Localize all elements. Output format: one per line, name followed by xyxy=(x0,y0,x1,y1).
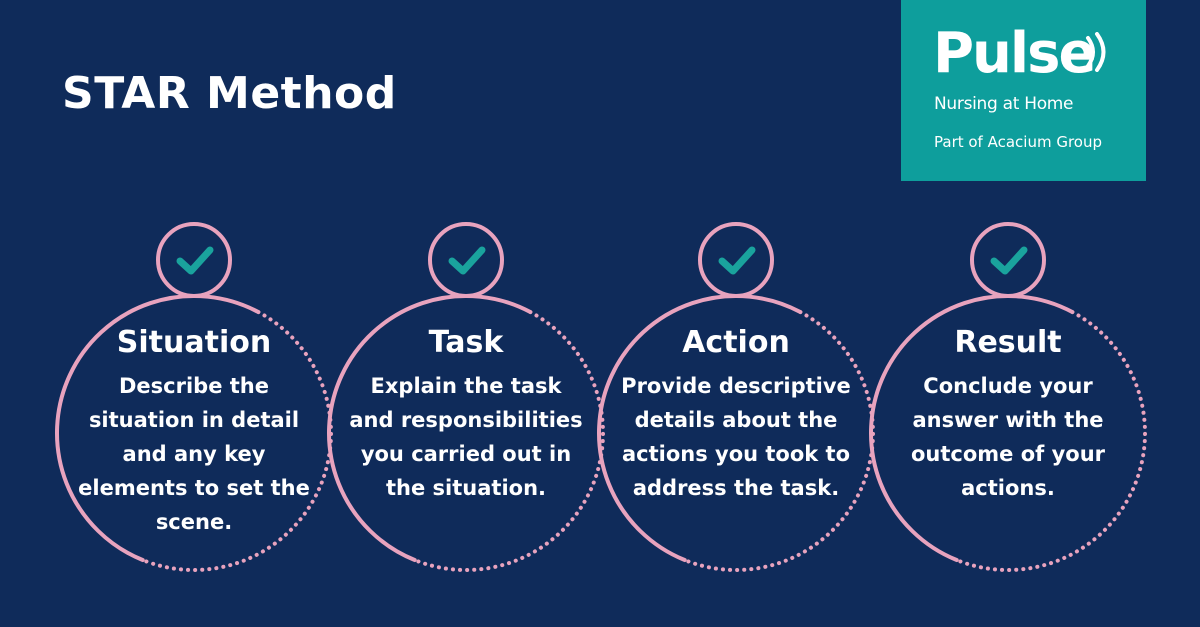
signal-waves-icon xyxy=(1086,32,1106,72)
check-badge xyxy=(970,222,1046,298)
step-description: Explain the task and responsibilities yo… xyxy=(349,374,583,500)
ring-dotted-arc xyxy=(140,310,333,572)
logo-group-text: Part of Acacium Group xyxy=(934,133,1103,151)
step-title: Action xyxy=(682,325,790,360)
step-description: Conclude your answer with the outcome of… xyxy=(910,374,1106,500)
step-title: Situation xyxy=(116,325,272,360)
step-description: Provide descriptive details about the ac… xyxy=(621,374,851,500)
check-icon xyxy=(718,246,756,275)
ring-dotted-arc xyxy=(412,310,605,572)
check-badge xyxy=(698,222,774,298)
pulse-logo: Pulse Nursing at Home Part of Acacium Gr… xyxy=(901,0,1146,181)
page-title: STAR Method xyxy=(62,68,397,119)
ring-dotted-arc xyxy=(954,310,1147,572)
step-result: Result Conclude your answer with the out… xyxy=(888,325,1128,505)
step-task: Task Explain the task and responsibiliti… xyxy=(346,325,586,505)
check-icon xyxy=(176,246,214,275)
ring-dotted-arc xyxy=(682,310,875,572)
logo-wordmark: Pulse xyxy=(933,21,1096,86)
step-situation: Situation Describe the situation in deta… xyxy=(74,325,314,539)
check-badge xyxy=(428,222,504,298)
check-icon xyxy=(448,246,486,275)
step-title: Task xyxy=(428,325,504,360)
step-action: Action Provide descriptive details about… xyxy=(616,325,856,505)
step-title: Result xyxy=(954,325,1062,360)
logo-subtitle: Nursing at Home xyxy=(934,94,1074,114)
step-description: Describe the situation in detail and any… xyxy=(78,374,310,534)
check-icon xyxy=(990,246,1028,275)
check-badge xyxy=(156,222,232,298)
